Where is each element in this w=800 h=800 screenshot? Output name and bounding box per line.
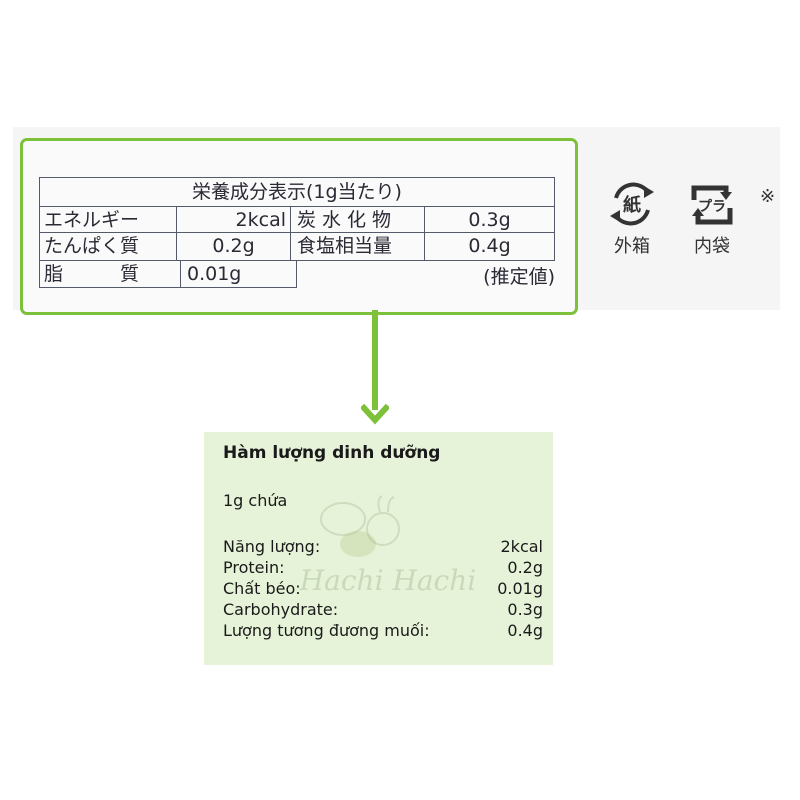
recycle-mark-paper: 紙 外箱 — [606, 178, 658, 258]
connector-line — [372, 310, 378, 410]
jp-value-fat: 0.01g — [180, 260, 297, 288]
nutrient-label: Chất béo: — [223, 579, 301, 598]
reference-mark: ※ — [760, 186, 776, 207]
list-item: Protein: 0.2g — [223, 557, 543, 578]
translation-list: Năng lượng: 2kcal Protein: 0.2g Chất béo… — [223, 536, 543, 641]
translation-subtitle: 1g chứa — [223, 491, 288, 510]
nutrient-value: 2kcal — [500, 537, 544, 556]
svg-text:紙: 紙 — [623, 194, 641, 216]
list-item: Năng lượng: 2kcal — [223, 536, 543, 557]
list-item: Chất béo: 0.01g — [223, 578, 543, 599]
nutrient-label: Protein: — [223, 558, 285, 577]
recycle-mark-plastic: プラ 内袋 — [686, 178, 738, 258]
nutrient-label: Lượng tương đương muối: — [223, 621, 430, 640]
jp-label-carbohydrate: 炭水化物 — [290, 206, 425, 233]
jp-value-energy: 2kcal — [176, 206, 291, 233]
svg-text:プラ: プラ — [698, 199, 726, 215]
recycle-caption-inner-bag: 内袋 — [694, 236, 730, 257]
nutrient-value: 0.2g — [507, 558, 543, 577]
list-item: Lượng tương đương muối: 0.4g — [223, 620, 543, 641]
paper-recycle-icon: 紙 — [610, 182, 654, 226]
list-item: Carbohydrate: 0.3g — [223, 599, 543, 620]
jp-label-energy: エネルギー — [39, 206, 177, 233]
translation-title: Hàm lượng dinh dưỡng — [223, 443, 441, 463]
nutrient-value: 0.4g — [507, 621, 543, 640]
jp-label-protein: たんぱく質 — [39, 232, 177, 261]
jp-estimated-note: (推定値) — [483, 266, 555, 288]
nutrient-value: 0.3g — [507, 600, 543, 619]
jp-label-salt: 食塩相当量 — [290, 232, 425, 261]
nutrient-label: Năng lượng: — [223, 537, 321, 556]
jp-table-title: 栄養成分表示(1g当たり) — [39, 177, 555, 207]
nutrient-label: Carbohydrate: — [223, 600, 339, 619]
recycle-caption-outer-box: 外箱 — [614, 236, 650, 257]
arrow-down-icon — [361, 403, 389, 425]
jp-value-carbohydrate: 0.3g — [424, 206, 555, 233]
jp-value-protein: 0.2g — [176, 232, 291, 261]
translation-box: Hachi Hachi Hàm lượng dinh dưỡng 1g chứa… — [204, 432, 553, 665]
jp-value-salt: 0.4g — [424, 232, 555, 261]
nutrient-value: 0.01g — [497, 579, 543, 598]
nutrition-highlight-box — [20, 138, 578, 315]
plastic-recycle-icon: プラ — [691, 185, 733, 225]
jp-label-fat: 脂 質 — [39, 260, 181, 288]
